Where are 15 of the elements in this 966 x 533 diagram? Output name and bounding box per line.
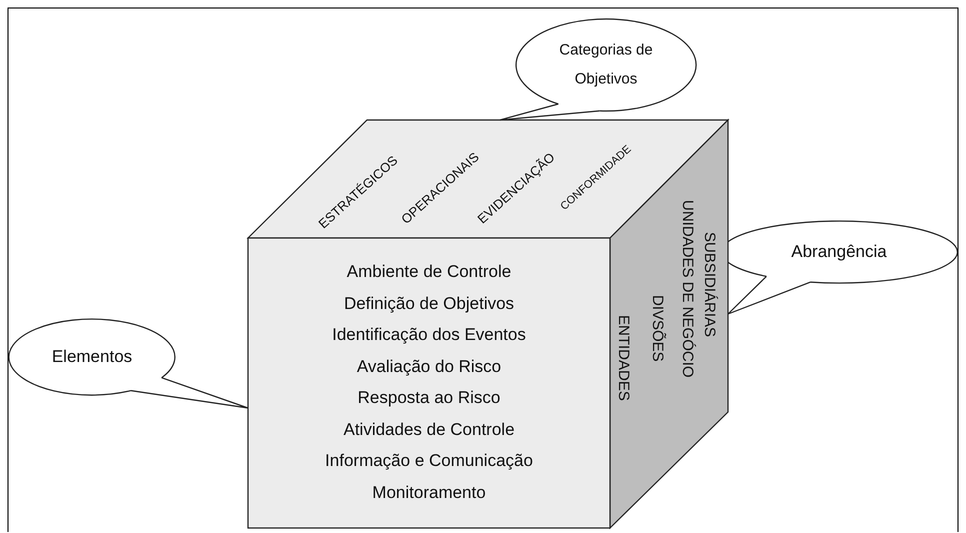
component-label: Resposta ao Risco <box>358 388 500 408</box>
component-label: Avaliação do Risco <box>356 356 502 376</box>
component-label: Identificação dos Eventos <box>332 325 526 345</box>
component-label: Informação e Comunicação <box>325 451 533 471</box>
bubble-label: Elementos <box>50 346 134 368</box>
scope-label: ENTIDADES <box>615 315 632 401</box>
component-label: Atividades de Controle <box>343 420 515 440</box>
component-label: Definição de Objetivos <box>344 294 514 314</box>
component-label: Ambiente de Controle <box>346 262 512 282</box>
bubble-label: Categorias de Objetivos <box>558 40 654 89</box>
scope-label: UNIDADES DE NEGÓCIO <box>679 200 696 378</box>
scope-label: SUBSIDIÁRIAS <box>701 232 718 338</box>
component-label: Monitoramento <box>372 482 486 502</box>
bubble-label: Abrangência <box>790 240 888 263</box>
scope-label: DIVSÕES <box>649 295 666 362</box>
